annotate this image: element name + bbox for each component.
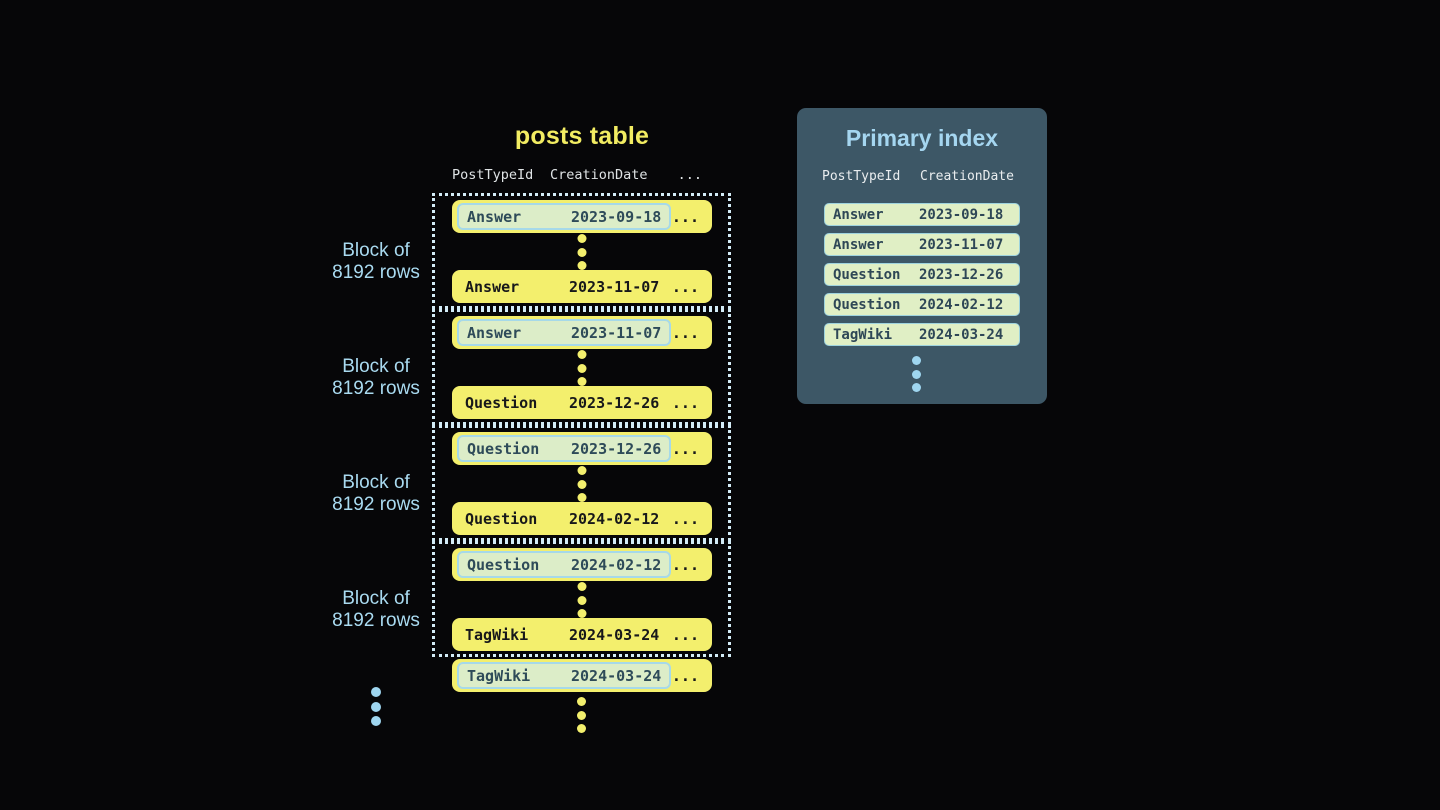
cell-more-ellipsis: ... (671, 439, 699, 458)
cell-posttypeid: Answer (467, 207, 522, 226)
column-header-more-ellipsis: ... (677, 167, 702, 183)
block-label-4: Block of 8192 rows (296, 588, 456, 631)
cell-creationdate: 2024-03-24 (569, 625, 660, 644)
table-row-block1-last: Answer 2023-11-07 ... (452, 270, 712, 303)
cell-posttypeid: TagWiki (833, 326, 893, 343)
block-label-line1: Block of (342, 472, 410, 493)
more-blocks-ellipsis-dots-icon (371, 687, 381, 726)
cell-more-ellipsis: ... (671, 207, 699, 226)
cell-posttypeid: Answer (465, 277, 520, 296)
cell-more-ellipsis: ... (671, 625, 699, 644)
cell-posttypeid: Answer (833, 206, 884, 223)
cell-creationdate: 2024-02-12 (569, 509, 660, 528)
primary-index-column-headers: PostTypeId CreationDate (797, 169, 1047, 184)
cell-more-ellipsis: ... (671, 323, 699, 342)
index-entry-row: Question 2023-12-26 (824, 263, 1020, 286)
vertical-ellipsis-dots-icon (577, 582, 586, 618)
column-header-creationdate: CreationDate (920, 169, 1014, 184)
cell-creationdate: 2023-12-26 (569, 393, 660, 412)
table-row-block2-last: Question 2023-12-26 ... (452, 386, 712, 419)
cell-more-ellipsis: ... (671, 555, 699, 574)
row-block-1: Answer 2023-09-18 ... Answer 2023-11-07 … (432, 193, 731, 309)
cell-creationdate: 2024-02-12 (571, 555, 662, 574)
block-label-3: Block of 8192 rows (296, 472, 456, 515)
index-entry-row: Question 2024-02-12 (824, 293, 1020, 316)
cell-creationdate: 2023-09-18 (919, 206, 1004, 223)
block-label-line2: 8192 rows (332, 261, 420, 283)
cell-posttypeid: TagWiki (467, 666, 531, 685)
posts-table-column-headers: PostTypeId CreationDate ... (432, 167, 732, 183)
cell-more-ellipsis: ... (671, 393, 699, 412)
index-highlight-pill: TagWiki 2024-03-24 (457, 662, 672, 689)
cell-posttypeid: Question (833, 266, 901, 283)
cell-creationdate: 2024-03-24 (919, 326, 1004, 343)
cell-creationdate: 2023-11-07 (569, 277, 660, 296)
block-label-line1: Block of (342, 240, 410, 261)
cell-creationdate: 2024-02-12 (919, 296, 1004, 313)
cell-posttypeid: Question (467, 555, 540, 574)
cell-posttypeid: Answer (833, 236, 884, 253)
cell-creationdate: 2023-11-07 (571, 323, 662, 342)
cell-creationdate: 2023-11-07 (919, 236, 1004, 253)
cell-more-ellipsis: ... (671, 509, 699, 528)
block-label-line1: Block of (342, 356, 410, 377)
vertical-ellipsis-dots-icon (577, 697, 586, 733)
table-row-next-block-first: TagWiki 2024-03-24 ... (452, 659, 712, 692)
cell-posttypeid: Question (833, 296, 901, 313)
cell-posttypeid: TagWiki (465, 625, 529, 644)
column-header-posttypeid: PostTypeId (452, 167, 534, 183)
table-row-block3-first: Question 2023-12-26 ... (452, 432, 712, 465)
cell-more-ellipsis: ... (671, 666, 699, 685)
table-row-block4-first: Question 2024-02-12 ... (452, 548, 712, 581)
index-highlight-pill: Question 2024-02-12 (457, 551, 672, 578)
table-row-block1-first: Answer 2023-09-18 ... (452, 200, 712, 233)
cell-creationdate: 2023-12-26 (571, 439, 662, 458)
row-block-4: Question 2024-02-12 ... TagWiki 2024-03-… (432, 541, 731, 657)
cell-more-ellipsis: ... (671, 277, 699, 296)
block-label-line2: 8192 rows (332, 609, 420, 631)
index-entry-row: Answer 2023-11-07 (824, 233, 1020, 256)
index-highlight-pill: Answer 2023-09-18 (457, 203, 672, 230)
cell-posttypeid: Answer (467, 323, 522, 342)
index-entry-row: Answer 2023-09-18 (824, 203, 1020, 226)
vertical-ellipsis-dots-icon (577, 466, 586, 502)
cell-creationdate: 2023-09-18 (571, 207, 662, 226)
vertical-ellipsis-dots-icon (577, 234, 586, 270)
cell-posttypeid: Question (465, 393, 538, 412)
table-row-block3-last: Question 2024-02-12 ... (452, 502, 712, 535)
primary-index-panel: Primary index PostTypeId CreationDate An… (797, 108, 1047, 404)
index-highlight-pill: Question 2023-12-26 (457, 435, 672, 462)
table-row-block2-first: Answer 2023-11-07 ... (452, 316, 712, 349)
block-label-1: Block of 8192 rows (296, 240, 456, 283)
block-label-line1: Block of (342, 588, 410, 609)
block-label-line2: 8192 rows (332, 493, 420, 515)
vertical-ellipsis-dots-icon (577, 350, 586, 386)
posts-table-title: posts table (514, 122, 650, 150)
column-header-posttypeid: PostTypeId (822, 169, 901, 184)
column-header-creationdate: CreationDate (550, 167, 648, 183)
index-highlight-pill: Answer 2023-11-07 (457, 319, 672, 346)
primary-index-title: Primary index (845, 125, 999, 151)
index-entry-row: TagWiki 2024-03-24 (824, 323, 1020, 346)
cell-creationdate: 2024-03-24 (571, 666, 662, 685)
table-row-block4-last: TagWiki 2024-03-24 ... (452, 618, 712, 651)
row-block-3: Question 2023-12-26 ... Question 2024-02… (432, 425, 731, 541)
block-label-2: Block of 8192 rows (296, 356, 456, 399)
vertical-ellipsis-dots-icon (912, 356, 921, 392)
cell-creationdate: 2023-12-26 (919, 266, 1004, 283)
row-block-2: Answer 2023-11-07 ... Question 2023-12-2… (432, 309, 731, 425)
block-label-line2: 8192 rows (332, 377, 420, 399)
cell-posttypeid: Question (467, 439, 540, 458)
cell-posttypeid: Question (465, 509, 538, 528)
